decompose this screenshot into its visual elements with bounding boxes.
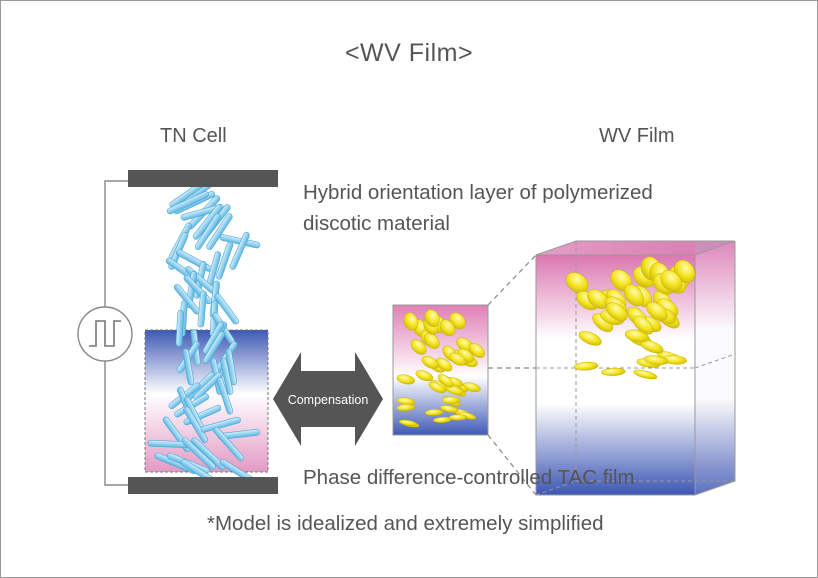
- discotic-molecule: [623, 284, 644, 307]
- discotic-molecule: [398, 419, 418, 426]
- liquid-crystal-rod: [182, 348, 195, 386]
- discotic-molecule: [448, 414, 468, 421]
- discotic-molecule: [424, 409, 444, 416]
- ac-source-icon: [77, 306, 133, 362]
- discotic-molecule: [440, 405, 459, 413]
- discotic-molecule: [428, 381, 446, 394]
- liquid-crystal-rod: [193, 371, 223, 401]
- liquid-crystal-rod: [220, 357, 234, 395]
- liquid-crystal-rod: [206, 213, 233, 250]
- discotic-molecule: [449, 352, 467, 366]
- liquid-crystal-rod: [213, 426, 244, 462]
- zoom-guide-lines: [487, 254, 537, 496]
- discotic-molecule: [410, 339, 427, 355]
- discotic-molecule: [600, 367, 626, 376]
- liquid-crystal-rod: [214, 293, 239, 325]
- footnote: *Model is idealized and extremely simpli…: [207, 512, 604, 535]
- wv-film-label: WV Film: [599, 125, 675, 147]
- liquid-crystal-rod: [191, 437, 226, 470]
- liquid-crystal-rod: [200, 416, 241, 433]
- liquid-crystal-rod: [229, 232, 250, 270]
- hybrid-description-line-2: discotic material: [303, 212, 450, 235]
- tn-cell-label: TN Cell: [160, 125, 227, 147]
- discotic-molecule: [445, 385, 464, 396]
- discotic-molecule: [646, 301, 668, 321]
- liquid-crystal-rod: [197, 290, 207, 328]
- circuit-wire: [104, 180, 128, 486]
- discotic-molecule: [624, 329, 650, 343]
- tn-top-plate: [128, 170, 278, 187]
- hybrid-description-line-1: Hybrid orientation layer of polymerized: [303, 181, 653, 204]
- discotic-molecule: [436, 357, 453, 372]
- discotic-molecule: [439, 319, 456, 337]
- liquid-crystal-rod: [175, 309, 184, 347]
- liquid-crystal-rod: [180, 204, 224, 221]
- liquid-crystal-rod: [194, 213, 222, 250]
- discotic-molecule: [606, 302, 628, 322]
- small-block-discotic-molecules: [396, 309, 485, 428]
- discotic-molecule: [396, 404, 416, 411]
- discotic-molecule: [441, 396, 461, 404]
- discotic-molecule: [403, 312, 419, 331]
- enlarged-discotic-molecules: [565, 256, 696, 380]
- discotic-molecule: [396, 374, 415, 385]
- discotic-molecule: [578, 331, 602, 346]
- liquid-crystal-rod: [202, 331, 226, 364]
- discotic-molecule: [415, 370, 434, 382]
- compensation-label: Compensation: [288, 393, 369, 407]
- discotic-molecule: [437, 374, 454, 388]
- discotic-molecule: [633, 369, 658, 380]
- compensation-arrow: [273, 352, 383, 446]
- discotic-molecule: [468, 342, 485, 359]
- tn-bottom-plate: [128, 477, 278, 494]
- discotic-molecule: [423, 332, 440, 349]
- tac-film-description: Phase difference-controlled TAC film: [303, 466, 635, 489]
- liquid-crystal-rod: [216, 377, 234, 415]
- liquid-crystal-rod: [183, 406, 208, 443]
- tn-liquid-crystal-rods: [147, 178, 261, 487]
- discotic-molecule: [565, 272, 589, 294]
- discotic-molecule: [421, 355, 439, 369]
- hybrid-layer-description: Hybrid orientation layer of polymerized …: [303, 177, 743, 239]
- discotic-molecule: [573, 361, 599, 371]
- discotic-molecule: [424, 309, 440, 328]
- liquid-crystal-rod: [166, 191, 209, 215]
- discotic-molecule: [643, 355, 669, 366]
- discotic-molecule: [660, 270, 683, 292]
- discotic-molecule: [632, 315, 654, 335]
- liquid-crystal-rod: [215, 241, 234, 280]
- liquid-crystal-rod: [181, 437, 216, 470]
- diagram-title: <WV Film>: [344, 39, 474, 67]
